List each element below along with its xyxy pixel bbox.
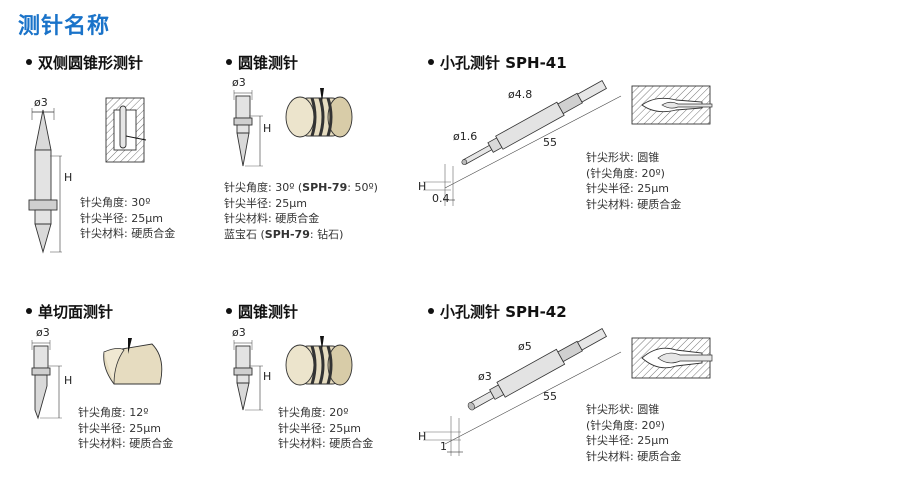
height-label: H	[64, 171, 73, 184]
spec-tip-material: 针尖材料: 硬质合金	[224, 212, 320, 226]
spec-tip-radius: 针尖半径: 25μm	[278, 421, 361, 435]
spec-tip-angle: 针尖角度: 12º	[78, 406, 149, 419]
section-title-double-cone: 双侧圆锥形测针	[26, 52, 143, 73]
small-diameter-label: ø3	[478, 370, 492, 383]
section-title-text: 圆锥测针	[238, 303, 299, 321]
cone-stylus-workpiece-1	[285, 88, 353, 138]
diameter-label: ø3	[36, 326, 50, 339]
small-diameter-label: ø1.6	[453, 130, 478, 143]
spec-tip-angle: (针尖角度: 20º)	[586, 166, 665, 180]
large-diameter-label: ø4.8	[508, 88, 533, 101]
bullet-dot	[26, 307, 32, 314]
bullet-dot	[428, 307, 434, 314]
double-cone-stylus-figure	[28, 108, 62, 254]
sph41-workpiece-figure	[631, 85, 713, 125]
large-diameter-label: ø5	[518, 340, 532, 353]
sph42-workpiece-figure	[631, 337, 713, 379]
length-label: 55	[543, 390, 557, 403]
spec-tip-radius: 针尖半径: 25μm	[586, 182, 669, 196]
spec-tip-material: 针尖材料: 硬质合金	[586, 449, 682, 463]
diameter-label: ø3	[34, 96, 48, 109]
height-label: H	[418, 180, 427, 193]
single-face-stylus-figure	[31, 340, 62, 420]
spec-tip-angle: 针尖角度: 30º	[80, 196, 151, 209]
spec-tip-radius: 针尖半径: 25μm	[224, 196, 307, 210]
sph41-stylus-figure	[423, 80, 622, 206]
cone-stylus-figure-1	[233, 90, 263, 167]
spec-tip-radius: 针尖半径: 25μm	[78, 421, 161, 435]
double-cone-workpiece-figure	[105, 97, 147, 163]
bullet-dot	[428, 58, 434, 65]
spec-tip-material: 针尖材料: 硬质合金	[586, 197, 682, 211]
section-title-single-face: 单切面测针	[26, 301, 113, 322]
sph41-specs: 针尖形状: 圆锥 (针尖角度: 20º) 针尖半径: 25μm 针尖材料: 硬质…	[586, 150, 681, 212]
height-label: H	[64, 374, 73, 387]
section-title-cone-2: 圆锥测针	[226, 301, 298, 322]
section-title-sph42: 小孔测针 SPH-42	[428, 301, 567, 322]
spec-tip-material: 针尖材料: 硬质合金	[80, 227, 176, 241]
cone1-specs: 针尖角度: 30º (SPH-79: 50º) 针尖半径: 25μm 针尖材料:…	[224, 180, 378, 242]
cone-stylus-figure-2	[233, 340, 263, 411]
section-title-text: 双侧圆锥形测针	[38, 54, 144, 72]
bullet-dot	[226, 58, 232, 65]
spec-tip-material: 针尖材料: 硬质合金	[78, 437, 174, 451]
section-title-text: 圆锥测针	[238, 54, 299, 72]
sph42-specs: 针尖形状: 圆锥 (针尖角度: 20º) 针尖半径: 25μm 针尖材料: 硬质…	[586, 402, 681, 464]
length-label: 55	[543, 136, 557, 149]
bullet-dot	[26, 58, 32, 65]
tip-length-label: 1	[440, 440, 447, 453]
double-cone-specs: 针尖角度: 30º 针尖半径: 25μm 针尖材料: 硬质合金	[80, 195, 175, 242]
cone2-specs: 针尖角度: 20º 针尖半径: 25μm 针尖材料: 硬质合金	[278, 405, 373, 452]
spec-tip-radius: 针尖半径: 25μm	[586, 434, 669, 448]
tip-length-label: 0.4	[432, 192, 450, 205]
spec-tip-angle: 针尖角度: 30º (SPH-79: 50º)	[224, 181, 378, 194]
page-title: 测针名称	[18, 14, 111, 39]
height-label: H	[263, 122, 272, 135]
single-face-workpiece-figure	[103, 338, 163, 385]
spec-tip-material: 针尖材料: 硬质合金	[278, 437, 374, 451]
spec-tip-shape: 针尖形状: 圆锥	[586, 403, 660, 416]
bullet-dot	[226, 307, 232, 314]
height-label: H	[263, 370, 272, 383]
diameter-label: ø3	[232, 76, 246, 89]
spec-tip-angle: (针尖角度: 20º)	[586, 418, 665, 432]
spec-tip-shape: 针尖形状: 圆锥	[586, 151, 660, 164]
cone-stylus-workpiece-2	[285, 336, 353, 386]
single-face-specs: 针尖角度: 12º 针尖半径: 25μm 针尖材料: 硬质合金	[78, 405, 173, 452]
section-title-cone-1: 圆锥测针	[226, 52, 298, 73]
section-title-sph41: 小孔测针 SPH-41	[428, 52, 567, 73]
sph42-stylus-figure	[423, 328, 622, 456]
height-label: H	[418, 430, 427, 443]
diameter-label: ø3	[232, 326, 246, 339]
spec-alt-material: 蓝宝石 (SPH-79: 钻石)	[224, 227, 344, 241]
section-title-text: 单切面测针	[38, 303, 114, 321]
spec-tip-angle: 针尖角度: 20º	[278, 406, 349, 419]
spec-tip-radius: 针尖半径: 25μm	[80, 211, 163, 225]
